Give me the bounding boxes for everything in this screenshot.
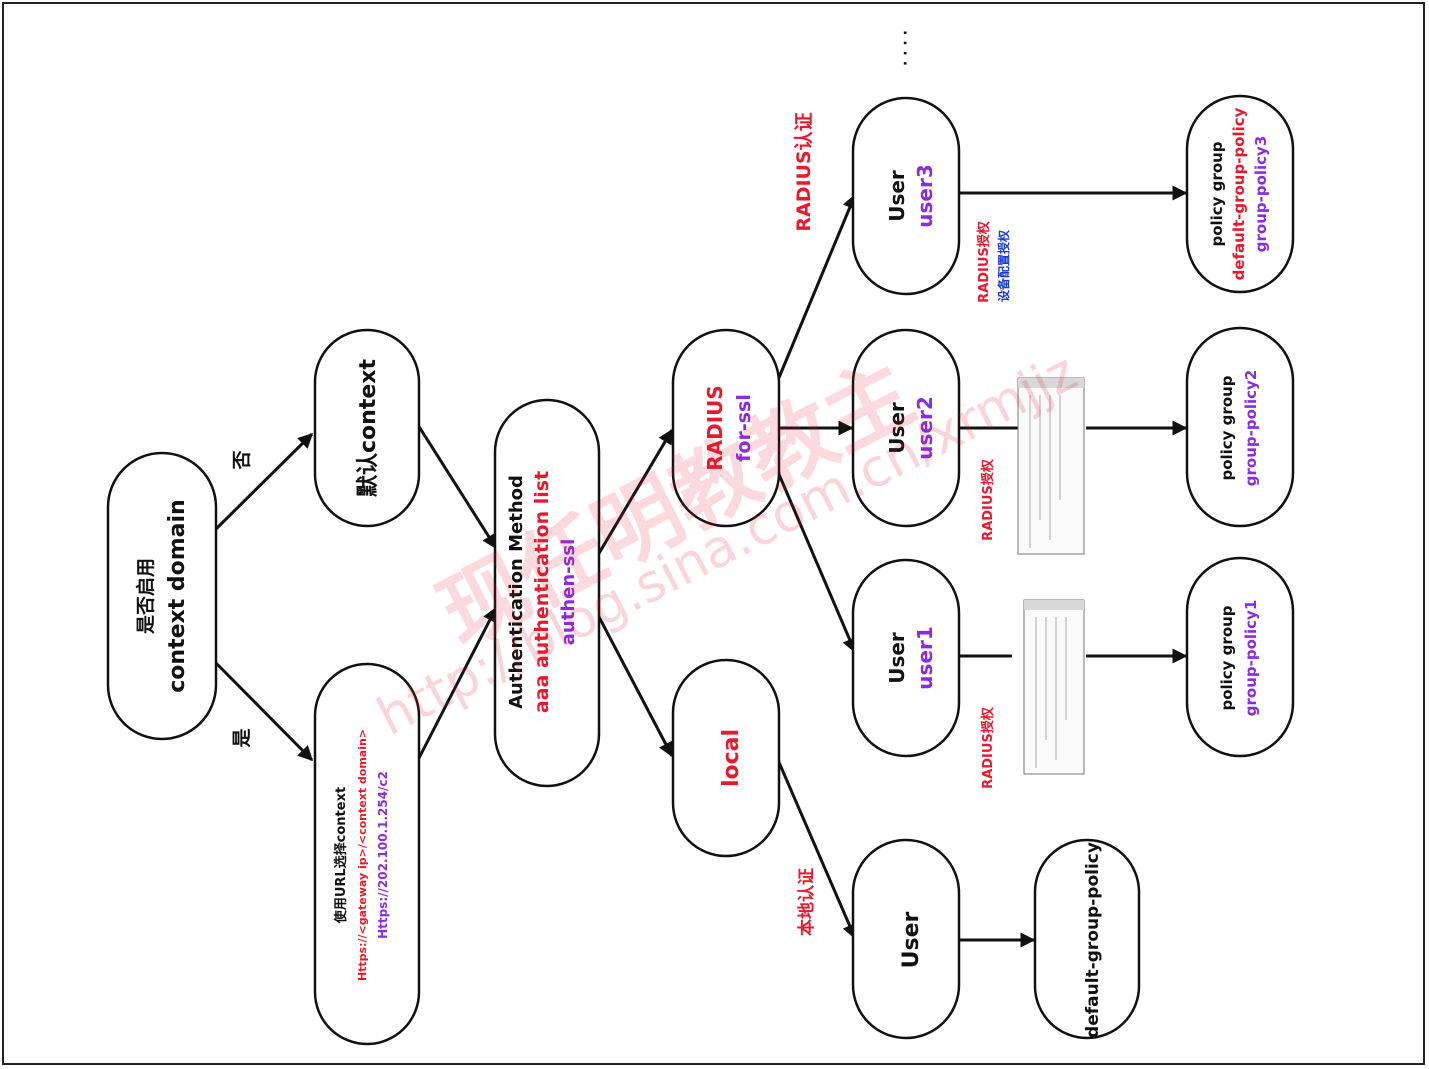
- policy1-line1: policy group: [1218, 605, 1236, 710]
- edge-label-radius-authz-2: RADIUS授权: [980, 458, 996, 541]
- edge-radius-to-user1: [776, 471, 857, 654]
- user1-line2: user1: [913, 626, 937, 690]
- policy3-line2: default-group-policy: [1230, 107, 1248, 280]
- edge-label-local-auth: 本地认证: [796, 868, 817, 936]
- policy3-line3: group-policy3: [1252, 136, 1270, 253]
- config-panel-user2: [1017, 377, 1085, 555]
- policy1-line2: group-policy1: [1242, 600, 1260, 717]
- edge-label-radius-authz-3: RADIUS授权: [976, 220, 992, 303]
- edge-label-radius-auth: RADIUS认证: [792, 112, 815, 231]
- radius-line2: for-ssl: [733, 394, 755, 462]
- user3-line2: user3: [913, 164, 937, 228]
- user-local-label: User: [899, 911, 924, 968]
- edge-domain-to-url: [213, 660, 314, 762]
- node-policy2[interactable]: policy group group-policy2: [1185, 326, 1295, 528]
- node-user1[interactable]: User user1: [851, 558, 961, 758]
- edges: [213, 185, 1188, 948]
- context-domain-line1: 是否启用: [134, 558, 157, 634]
- ellipsis-more-users: · · · ·: [898, 30, 914, 66]
- node-policy3[interactable]: policy group default-group-policy group-…: [1185, 94, 1295, 294]
- node-radius[interactable]: RADIUS for-ssl: [671, 328, 781, 528]
- node-default-group-policy[interactable]: default-group-policy: [1033, 838, 1141, 1040]
- edge-label-device-config-authz: 设备配置授权: [996, 229, 1011, 302]
- node-user2[interactable]: User user2: [851, 328, 961, 528]
- auth-method-line2: aaa authentication list: [531, 471, 553, 713]
- node-user-local[interactable]: User: [851, 838, 961, 1040]
- default-context-label: 默认context: [355, 359, 381, 497]
- auth-method-line1: Authentication Method: [506, 475, 527, 709]
- auth-method-line3: authen-ssl: [558, 539, 579, 645]
- policy2-line1: policy group: [1218, 375, 1236, 480]
- default-group-policy-label: default-group-policy: [1083, 842, 1103, 1038]
- edge-domain-to-default: [213, 432, 314, 532]
- context-domain-line2: context domain: [165, 499, 190, 692]
- node-auth-method[interactable]: Authentication Method aaa authentication…: [493, 398, 601, 788]
- edge-radius-to-user3: [776, 193, 857, 381]
- node-policy1[interactable]: policy group group-policy1: [1185, 556, 1295, 758]
- edge-local-to-user: [776, 759, 857, 940]
- policy2-line2: group-policy2: [1242, 370, 1260, 487]
- edge-label-radius-authz-1: RADIUS授权: [980, 706, 996, 789]
- node-context-domain[interactable]: 是否启用 context domain: [106, 451, 218, 741]
- user2-line1: User: [885, 402, 909, 454]
- user1-line1: User: [885, 632, 909, 684]
- url-context-line1: 使用URL选择context: [333, 787, 349, 924]
- radius-line1: RADIUS: [703, 385, 727, 471]
- user3-line1: User: [885, 170, 909, 222]
- node-url-context[interactable]: 使用URL选择context Https://<gateway ip>/<con…: [313, 662, 421, 1046]
- user2-line2: user2: [913, 396, 937, 460]
- local-label: local: [719, 729, 744, 787]
- url-context-line2: Https://<gateway ip>/<context domain>: [356, 729, 369, 981]
- url-context-line3: Https://202.100.1.254/c2: [376, 771, 390, 939]
- edge-default-to-auth: [416, 424, 498, 550]
- edge-url-to-auth: [416, 606, 498, 761]
- node-local[interactable]: local: [671, 658, 781, 858]
- edge-auth-to-radius: [596, 428, 674, 556]
- policy3-line1: policy group: [1208, 141, 1226, 246]
- edge-auth-to-local: [596, 614, 674, 758]
- edge-label-yes: 是: [231, 728, 253, 747]
- edge-label-no: 否: [231, 450, 253, 470]
- config-panel-user1: [1023, 599, 1085, 775]
- node-default-context[interactable]: 默认context: [313, 328, 421, 528]
- node-user3[interactable]: User user3: [851, 96, 961, 296]
